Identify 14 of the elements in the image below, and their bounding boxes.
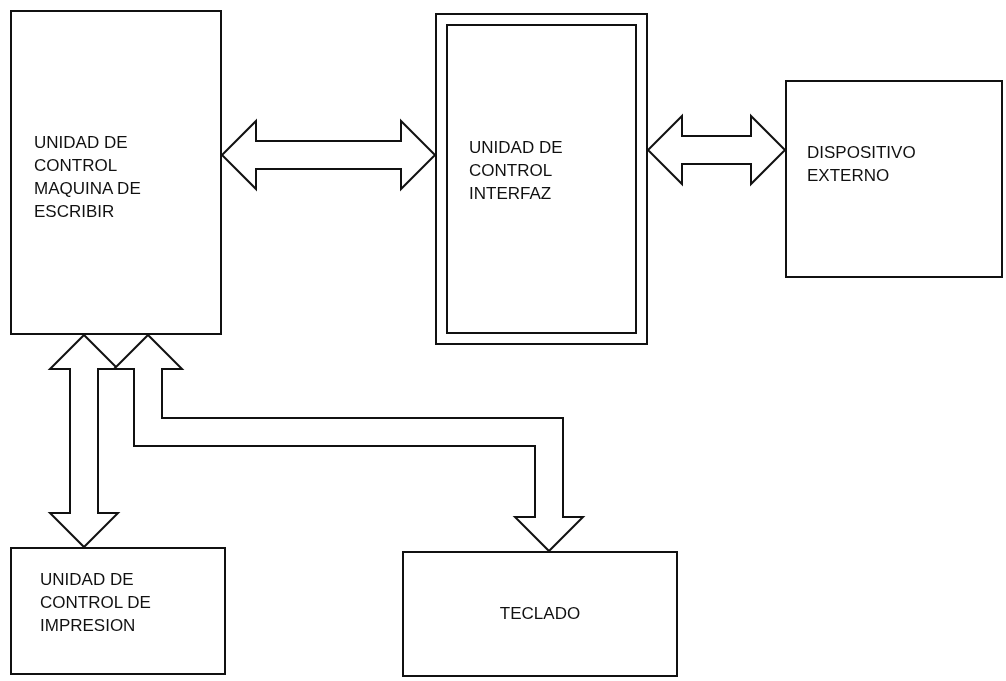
block-box (402, 551, 678, 677)
block-box (435, 13, 648, 345)
block-box (785, 80, 1003, 278)
double-arrow (47, 333, 121, 549)
double-arrow (111, 333, 586, 553)
block-box (10, 10, 222, 335)
double-arrow (220, 118, 437, 192)
box-label: UNIDAD DE CONTROL DE IMPRESION (40, 569, 152, 637)
box-label: UNIDAD DE CONTROL MAQUINA DE ESCRIBIR (34, 132, 142, 223)
box-label: UNIDAD DE CONTROL INTERFAZ (469, 137, 564, 205)
block-box (10, 547, 226, 675)
box-label: DISPOSITIVO EXTERNO (807, 142, 917, 187)
double-arrow (646, 113, 787, 187)
box-label: TECLADO (498, 602, 582, 625)
